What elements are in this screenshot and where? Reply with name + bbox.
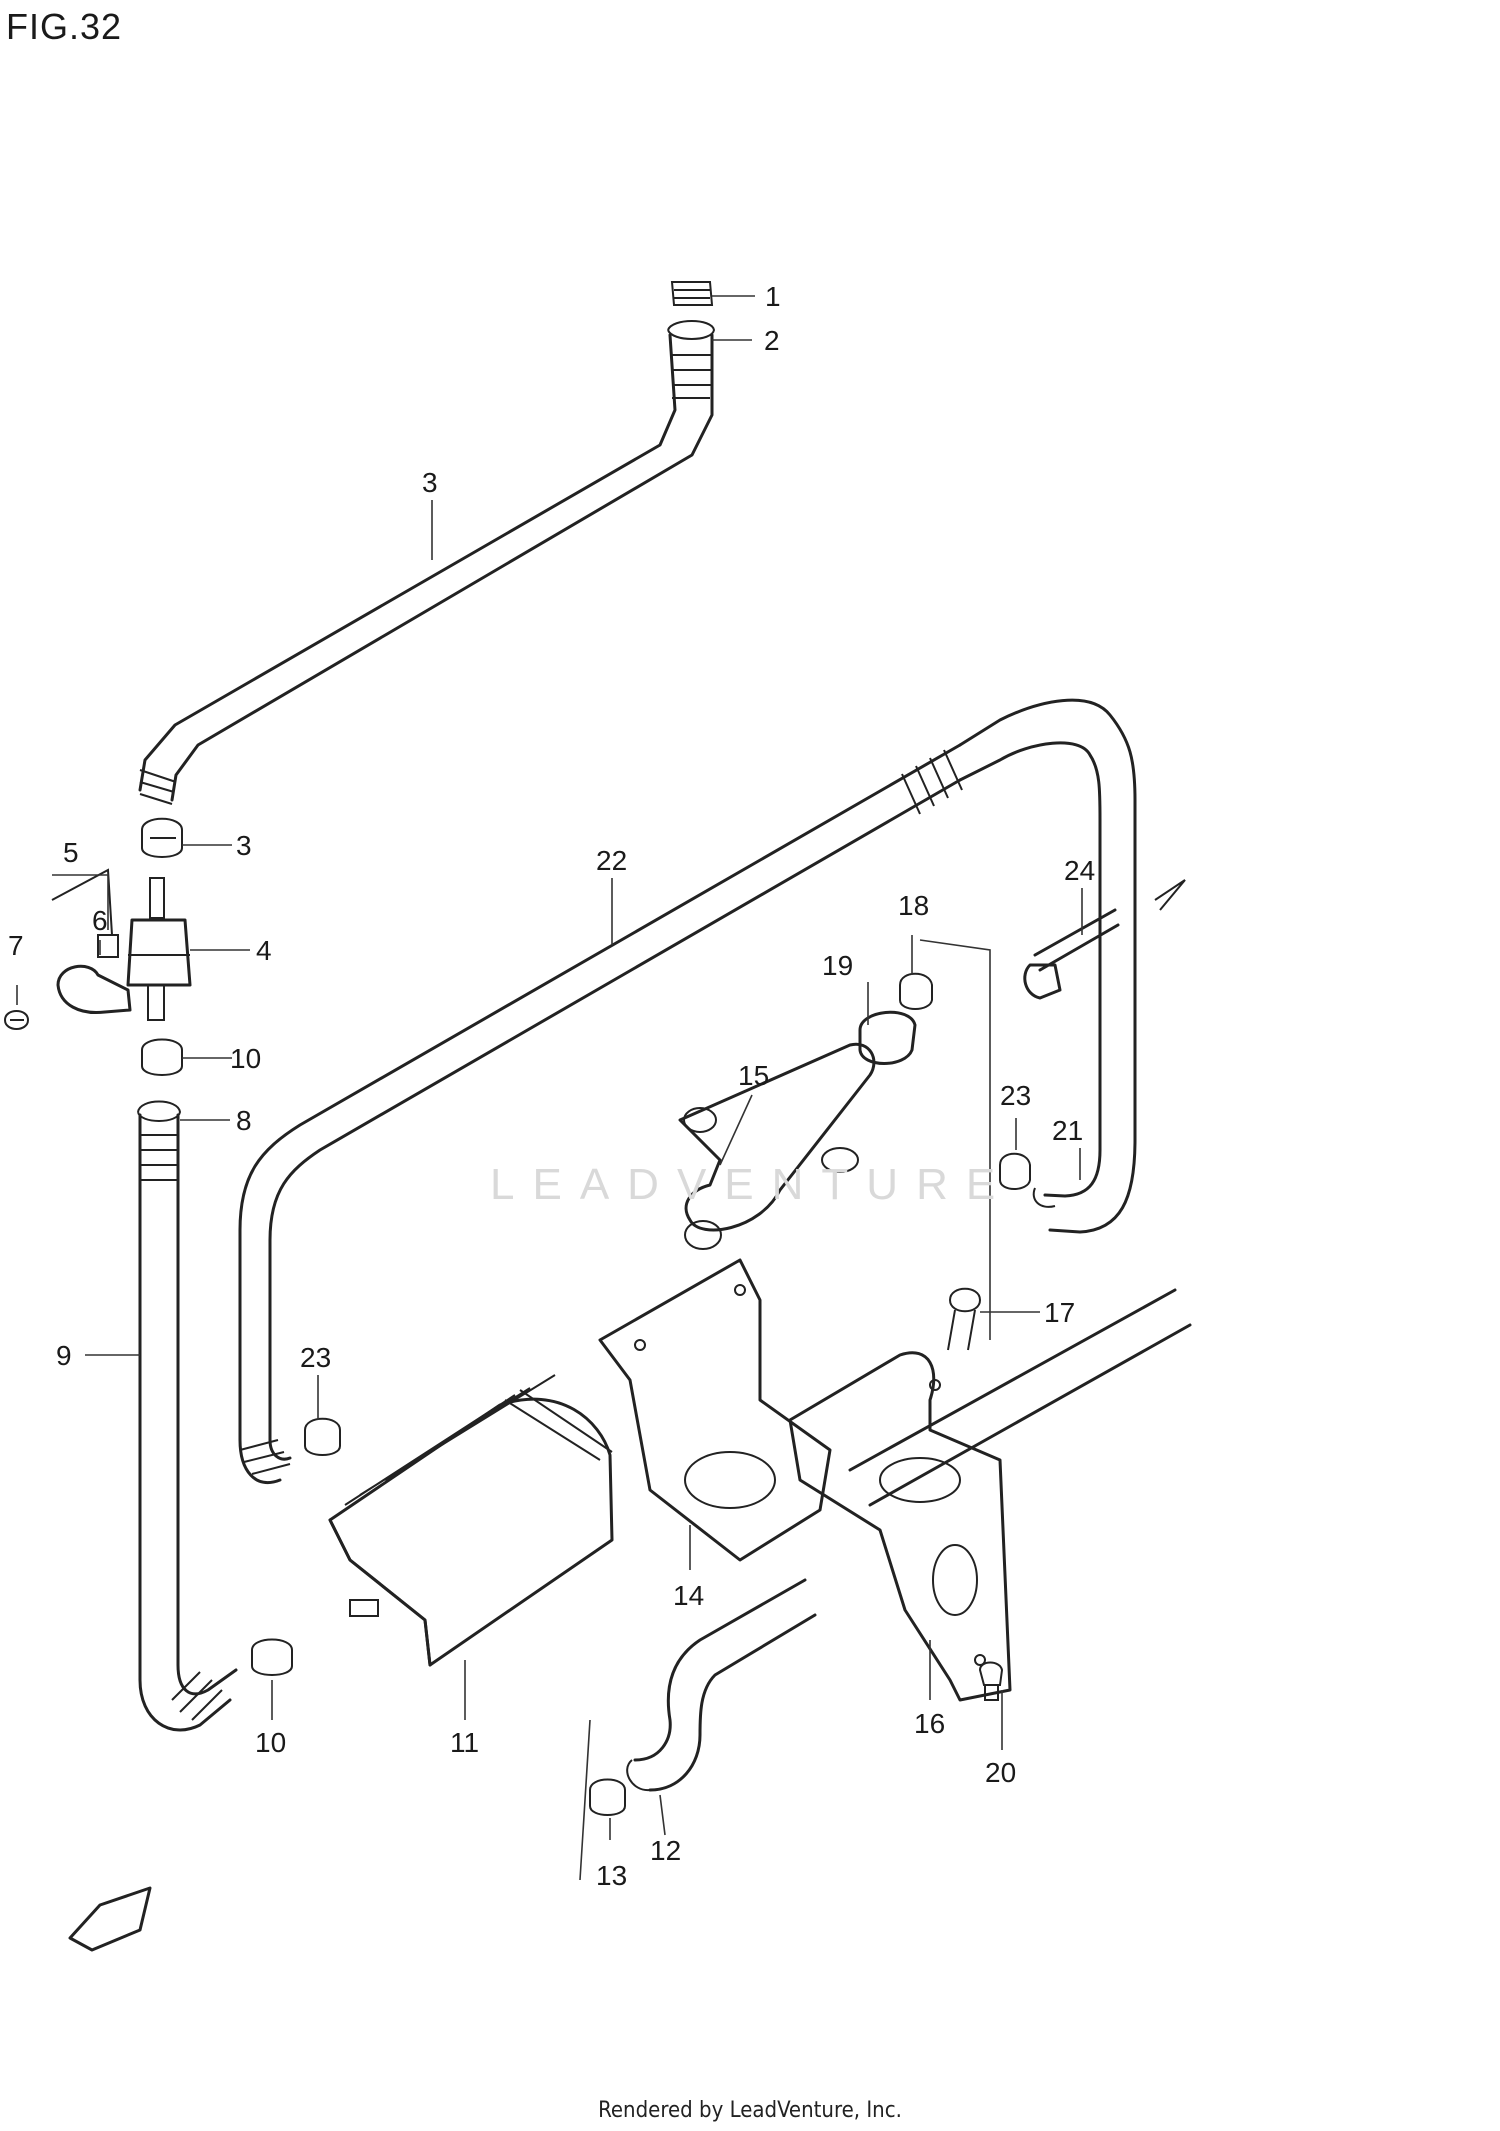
callout-10-upper: 10 bbox=[230, 1043, 261, 1074]
clip-10-lower bbox=[251, 1638, 293, 1676]
callout-24: 24 bbox=[1064, 855, 1095, 886]
callout-3-lower: 3 bbox=[236, 830, 252, 861]
callout-4: 4 bbox=[256, 935, 272, 966]
callout-labels: 1 2 3 3 4 5 6 7 8 9 10 10 11 12 13 14 15… bbox=[8, 281, 1095, 1891]
bracket-15 bbox=[678, 1042, 876, 1250]
grommet-19 bbox=[858, 1010, 917, 1065]
bolt-17 bbox=[947, 1287, 982, 1351]
footer-credit: Rendered by LeadVenture, Inc. bbox=[598, 2098, 902, 2123]
hose-22 bbox=[238, 698, 1137, 1485]
callout-5: 5 bbox=[63, 837, 79, 868]
callout-22: 22 bbox=[596, 845, 627, 876]
canister-11 bbox=[328, 1374, 614, 1667]
cap-18 bbox=[899, 972, 933, 1010]
callout-3-top: 1 bbox=[765, 281, 781, 312]
bracket-16 bbox=[788, 1351, 1012, 1702]
callout-14: 14 bbox=[673, 1580, 704, 1611]
callout-23-left: 23 bbox=[300, 1342, 331, 1373]
clamp-5 bbox=[51, 868, 132, 1015]
screw-7 bbox=[4, 1010, 30, 1030]
callout-19: 19 bbox=[822, 950, 853, 981]
fwd-label: FWD bbox=[98, 1909, 139, 1929]
callout-11: 11 bbox=[450, 1727, 479, 1758]
hose-12 bbox=[626, 1288, 1192, 1792]
callout-20: 20 bbox=[985, 1757, 1016, 1788]
callout-7: 7 bbox=[8, 930, 24, 961]
clip-23-left bbox=[304, 1417, 341, 1456]
bracket-24 bbox=[1023, 879, 1186, 1000]
callout-2: 3 bbox=[422, 467, 438, 498]
fuel-filter-4 bbox=[126, 877, 192, 1021]
callout-16: 16 bbox=[914, 1708, 945, 1739]
callout-17: 17 bbox=[1044, 1297, 1075, 1328]
callout-23-right: 23 bbox=[1000, 1080, 1031, 1111]
callout-12: 12 bbox=[650, 1835, 681, 1866]
callout-8: 8 bbox=[236, 1105, 252, 1136]
figure-title: FIG.32 bbox=[6, 6, 123, 47]
hose-21 bbox=[1032, 1187, 1056, 1208]
hose-9 bbox=[137, 1100, 238, 1732]
leader-lines bbox=[16, 295, 1083, 1881]
callout-21: 21 bbox=[1052, 1115, 1083, 1146]
screw-20 bbox=[978, 1661, 1004, 1701]
callout-18: 18 bbox=[898, 890, 929, 921]
callout-15: 15 bbox=[738, 1060, 769, 1091]
watermark: LEADVENTURE bbox=[490, 1160, 1014, 1209]
callout-6: 6 bbox=[92, 905, 108, 936]
fwd-arrow-icon: FWD bbox=[68, 1886, 152, 1952]
callout-9: 9 bbox=[56, 1340, 72, 1371]
clip-10-upper bbox=[141, 1038, 183, 1076]
clip-3-lower bbox=[141, 817, 183, 858]
bracket-14 bbox=[598, 1258, 832, 1562]
callout-10-lower: 10 bbox=[255, 1727, 286, 1758]
callout-13: 13 bbox=[596, 1860, 627, 1891]
clip-13 bbox=[589, 1778, 626, 1816]
hose-2 bbox=[138, 320, 716, 805]
clip-3-top bbox=[670, 281, 714, 306]
clip-23-right bbox=[999, 1152, 1031, 1190]
callout-1: 2 bbox=[764, 325, 780, 356]
